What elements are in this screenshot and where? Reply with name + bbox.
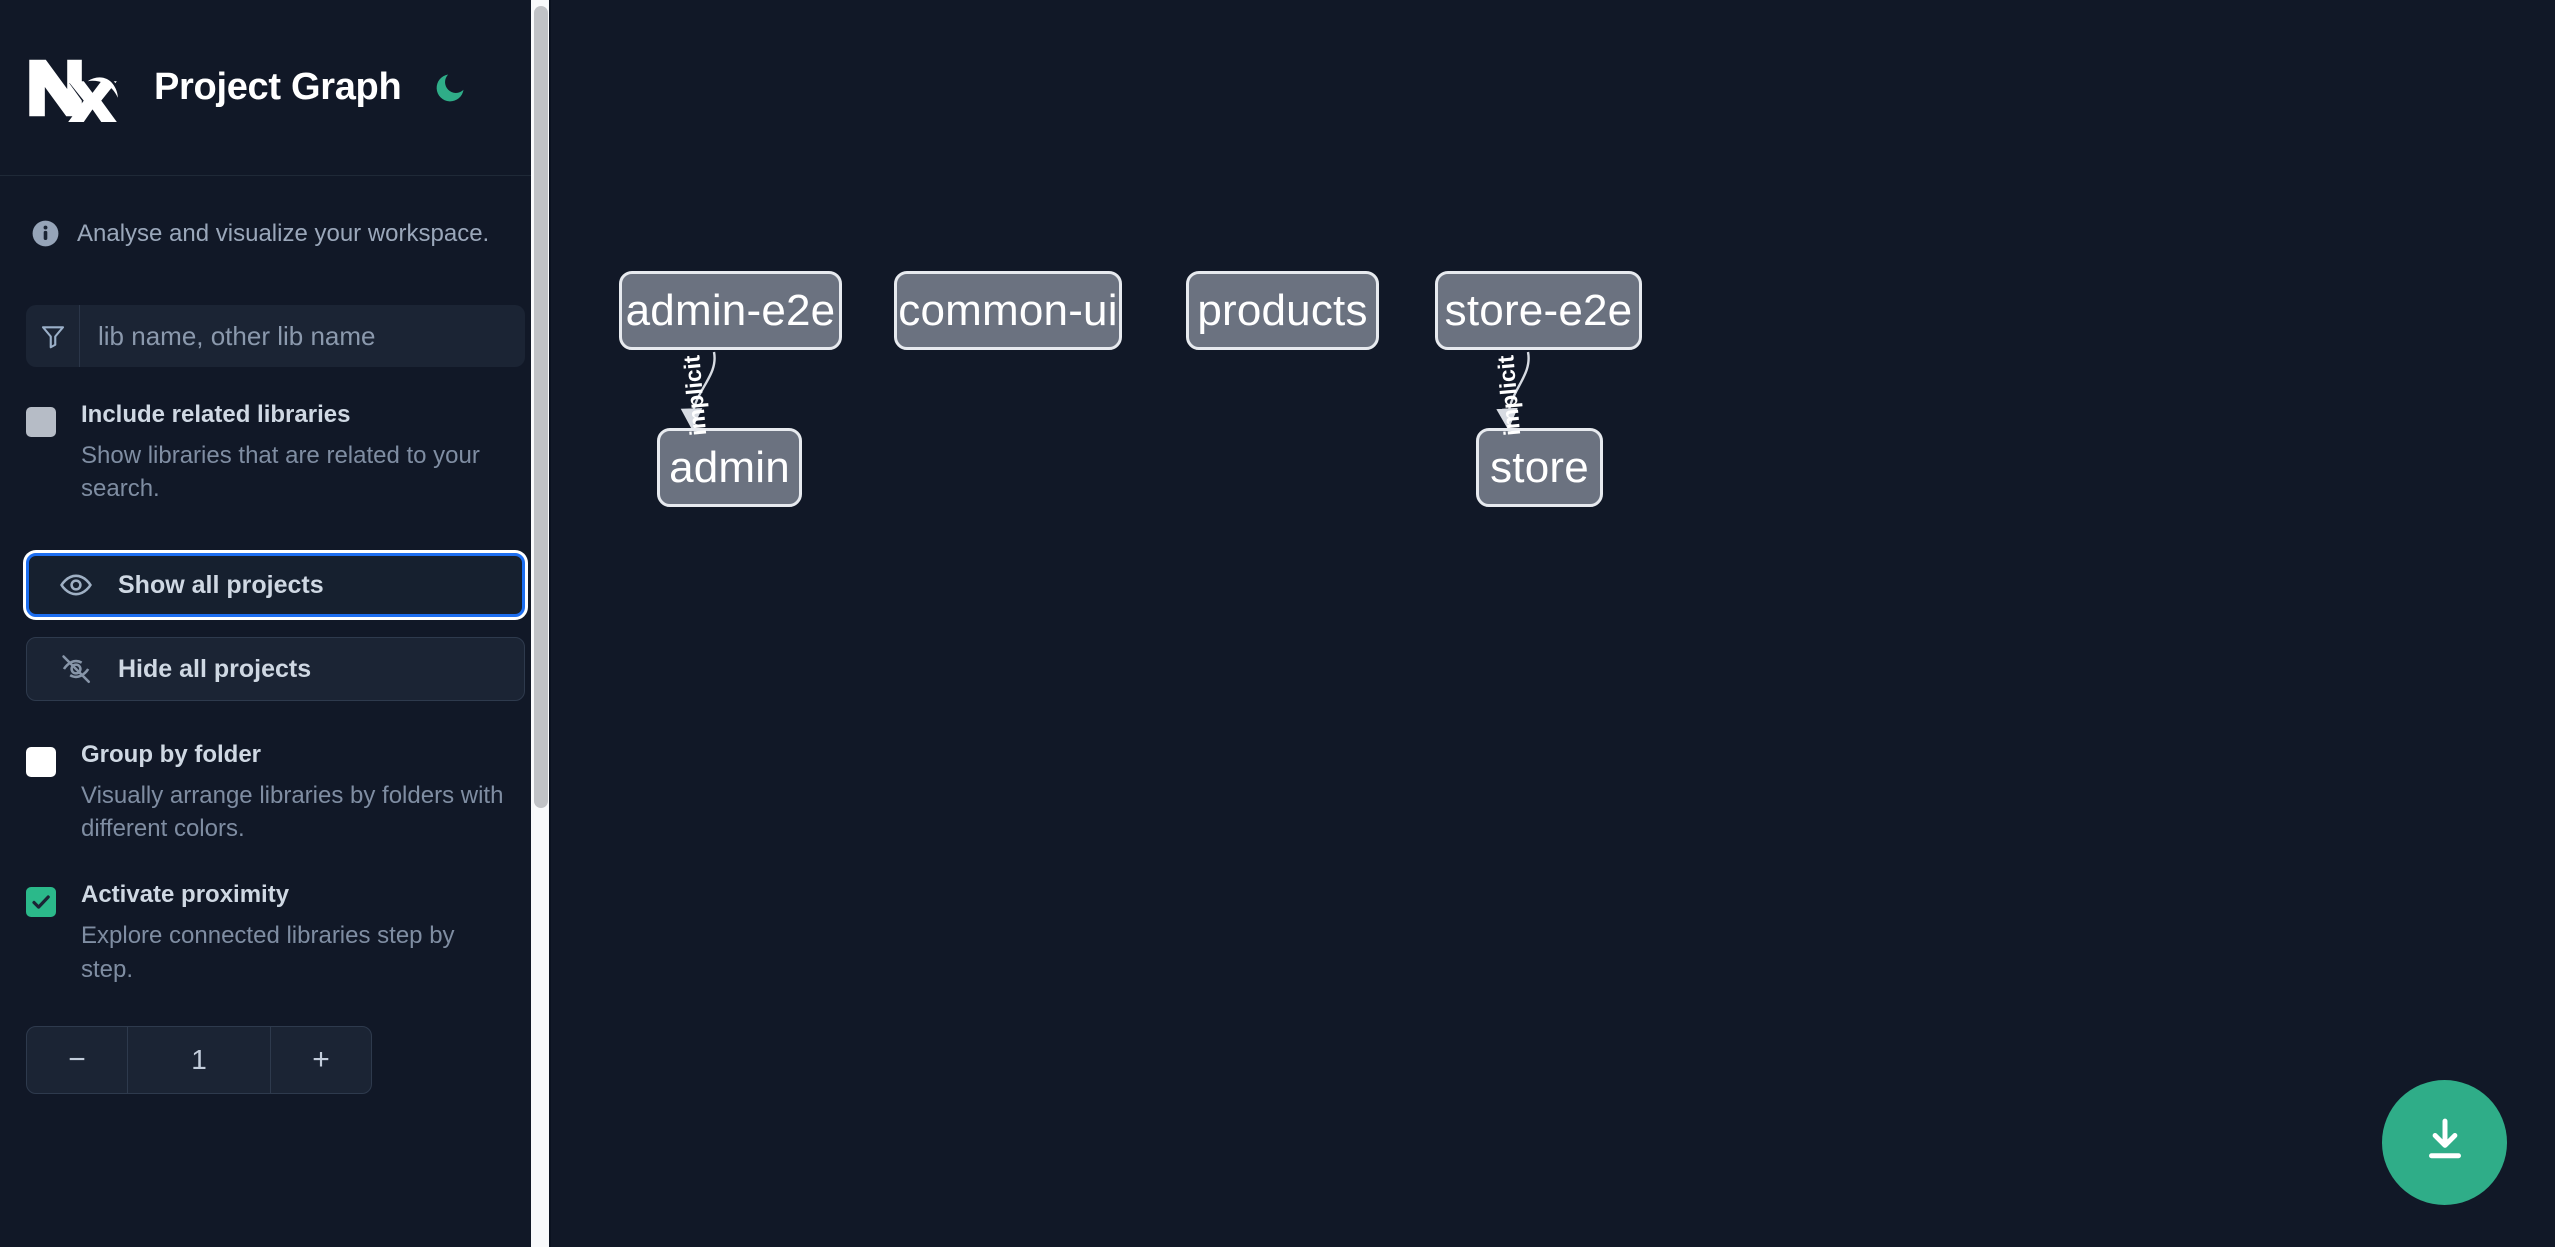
graph-canvas[interactable]: admin-e2e common-ui products store-e2e a… bbox=[551, 0, 2555, 1247]
visibility-buttons: Show all projects Hide all projects bbox=[26, 553, 525, 702]
show-all-projects-button[interactable]: Show all projects bbox=[26, 553, 525, 618]
option-activate-proximity[interactable]: Activate proximity Explore connected lib… bbox=[26, 883, 525, 985]
filter-funnel-icon bbox=[26, 305, 80, 367]
edge-label-store-implicit: implicit bbox=[1492, 354, 1526, 437]
download-icon bbox=[2418, 1113, 2472, 1172]
sidebar-header: Project Graph bbox=[0, 0, 551, 176]
sidebar-scrollbar-thumb[interactable] bbox=[534, 6, 548, 808]
option-description: Visually arrange libraries by folders wi… bbox=[81, 782, 504, 843]
group-by-folder-checkbox[interactable] bbox=[26, 747, 56, 778]
node-label: admin-e2e bbox=[625, 285, 836, 335]
option-label: Group by folder bbox=[81, 741, 261, 769]
sidebar-body: Include related libraries Show libraries… bbox=[0, 305, 551, 1094]
hide-all-projects-label: Hide all projects bbox=[118, 654, 312, 683]
eye-icon bbox=[56, 565, 96, 605]
option-description: Show libraries that are related to your … bbox=[81, 442, 480, 503]
search-input[interactable] bbox=[80, 305, 525, 367]
activate-proximity-checkbox[interactable] bbox=[26, 887, 56, 918]
download-graph-button[interactable] bbox=[2382, 1080, 2507, 1205]
search-filter-row bbox=[26, 305, 525, 367]
moon-icon[interactable] bbox=[429, 67, 471, 109]
node-label: store bbox=[1490, 442, 1589, 492]
hide-all-projects-button[interactable]: Hide all projects bbox=[26, 637, 525, 702]
graph-node-admin-e2e[interactable]: admin-e2e bbox=[619, 271, 842, 350]
graph-node-store[interactable]: store bbox=[1476, 428, 1603, 507]
option-label: Include related libraries bbox=[81, 401, 351, 428]
node-label: store-e2e bbox=[1444, 285, 1633, 335]
option-group-by-folder[interactable]: Group by folder Visually arrange librari… bbox=[26, 743, 525, 845]
page-title: Project Graph bbox=[154, 66, 402, 108]
sidebar-tagline: Analyse and visualize your workspace. bbox=[0, 176, 551, 249]
graph-node-products[interactable]: products bbox=[1186, 271, 1379, 350]
graph-node-common-ui[interactable]: common-ui bbox=[894, 271, 1122, 350]
graph-edges bbox=[680, 351, 1530, 430]
include-related-libraries-checkbox[interactable] bbox=[26, 407, 56, 437]
proximity-decrement-button[interactable]: − bbox=[68, 1042, 86, 1076]
tagline-text: Analyse and visualize your workspace. bbox=[77, 219, 490, 247]
show-all-projects-label: Show all projects bbox=[118, 570, 324, 599]
sidebar: Project Graph Analyse and visualize your… bbox=[0, 0, 551, 1247]
edge-label-admin-implicit: implicit bbox=[678, 354, 712, 437]
proximity-increment-button[interactable]: + bbox=[270, 1026, 371, 1093]
info-icon bbox=[30, 218, 61, 249]
graph-node-store-e2e[interactable]: store-e2e bbox=[1435, 271, 1642, 350]
option-description: Explore connected libraries step by step… bbox=[81, 922, 455, 983]
sidebar-scrollbar[interactable] bbox=[531, 0, 551, 1247]
node-label: common-ui bbox=[898, 285, 1118, 335]
option-include-related-libraries[interactable]: Include related libraries Show libraries… bbox=[26, 403, 525, 505]
eye-slash-icon bbox=[56, 649, 96, 689]
node-label: admin bbox=[669, 442, 790, 492]
nx-logo-icon bbox=[26, 52, 124, 124]
proximity-stepper: − 1 + bbox=[26, 1025, 372, 1094]
node-label: products bbox=[1197, 285, 1368, 335]
proximity-value: 1 bbox=[127, 1026, 270, 1093]
graph-node-admin[interactable]: admin bbox=[657, 428, 802, 507]
sidebar-divider bbox=[549, 0, 551, 1247]
option-label: Activate proximity bbox=[81, 881, 290, 909]
